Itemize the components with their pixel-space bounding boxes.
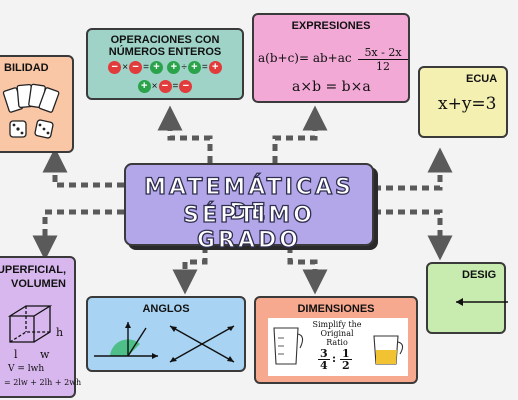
central-title-line1: MATEMÁTICAS DE [144, 174, 354, 225]
prism-icon [7, 305, 53, 343]
arrow-to-dimensiones [287, 246, 328, 295]
dim-h: h [56, 326, 64, 339]
simplify-label-line3: Ratio [326, 338, 348, 347]
integer-rule-row1: −×−=+ +÷+=+ [92, 59, 238, 77]
ratio-left: 3 4 [318, 348, 330, 371]
connectors [32, 105, 453, 295]
integer-rule-row2: +×−=− [88, 78, 242, 96]
sign-disc: + [167, 61, 181, 75]
arrow-to-superficial [32, 209, 124, 261]
node-dimensiones[interactable]: DIMENSIONES Simplify the Original Ratio … [254, 296, 418, 384]
volume-formula: V = lwh [8, 364, 45, 374]
dim-w: w [40, 348, 50, 361]
operator: = [172, 81, 179, 93]
ratio-left-numerator: 3 [318, 347, 330, 360]
simplify-label-line2: Original [320, 329, 354, 338]
simplify-label: Simplify the Original Ratio [308, 320, 366, 347]
surface-formula: = 2lw + 2lh + 2wh [4, 378, 82, 387]
node-probabilidad-title: BILIDAD [4, 62, 49, 74]
measuring-cups-icon [273, 327, 404, 365]
node-operaciones[interactable]: OPERACIONES CON NÚMEROS ENTEROS −×−=+ +÷… [86, 28, 244, 100]
ratio-right-denominator: 2 [342, 359, 350, 372]
node-geometria[interactable]: DESIG [426, 262, 508, 334]
sign-disc: + [187, 61, 201, 75]
arrow-line-icon [456, 298, 508, 306]
sign-disc: − [179, 80, 193, 94]
central-topic[interactable]: MATEMÁTICAS DE SÉPTIMO GRADO [124, 163, 374, 254]
commutative-eq: a×b = b×a [292, 79, 371, 95]
node-angulos[interactable]: ANGLOS [86, 296, 246, 372]
sign-disc: − [108, 61, 122, 75]
ratio-left-denominator: 4 [320, 359, 328, 372]
arrow-to-ecuaciones [374, 147, 453, 191]
node-ecuaciones[interactable]: ECUA x+y=3 [418, 66, 508, 138]
node-ecuaciones-title: ECUA [466, 73, 498, 85]
node-superficial-title: UPERFICIAL, VOLUMEN [0, 263, 66, 291]
equation: x+y=3 [438, 94, 497, 114]
operator: = [201, 62, 208, 74]
node-operaciones-title-line1: OPERACIONES CON [110, 34, 220, 46]
operator: × [122, 62, 129, 74]
node-geometria-title: DESIG [462, 269, 497, 281]
ratio-panel: Simplify the Original Ratio 3 4 : 1 2 [268, 318, 408, 376]
sign-disc: + [208, 61, 222, 75]
ratio-right-numerator: 1 [340, 347, 352, 360]
arrow-to-angulos [172, 246, 208, 295]
operator: × [151, 81, 158, 93]
node-superficial-title-line2: VOLUMEN [11, 278, 66, 290]
arrow-to-expresiones [272, 105, 328, 163]
ratio-colon: : [332, 352, 337, 365]
angles-illustration [94, 322, 235, 363]
node-probabilidad[interactable]: BILIDAD [0, 55, 74, 153]
node-operaciones-title: OPERACIONES CON NÚMEROS ENTEROS [88, 34, 242, 58]
dim-l: l [14, 348, 18, 361]
sign-disc: + [149, 61, 163, 75]
node-angulos-title: ANGLOS [142, 303, 190, 315]
fraction-denominator: 12 [376, 60, 390, 73]
node-superficial-title-line1: UPERFICIAL, [0, 264, 66, 276]
operator: = [143, 62, 149, 74]
node-dimensiones-title: DIMENSIONES [297, 303, 375, 315]
ratio-right: 1 2 [340, 348, 352, 371]
operator: ÷ [181, 62, 187, 74]
sign-disc: + [137, 80, 151, 94]
node-expresiones[interactable]: EXPRESIONES a(b+c)= ab+ac 5x - 2x 12 a×b… [252, 13, 410, 103]
arrow-to-operaciones [157, 105, 213, 163]
cards-dice-icon [2, 83, 60, 139]
fraction-numerator: 5x - 2x [358, 46, 408, 60]
node-operaciones-title-line2: NÚMEROS ENTEROS [108, 46, 222, 58]
simplify-label-line1: Simplify the [312, 320, 362, 329]
node-superficial[interactable]: UPERFICIAL, VOLUMEN h l w V = lwh = 2lw … [0, 256, 81, 398]
fraction: 5x - 2x 12 [358, 46, 408, 73]
node-expresiones-title: EXPRESIONES [291, 20, 371, 32]
arrow-to-probabilidad [42, 147, 124, 188]
central-title-line2: SÉPTIMO GRADO [182, 202, 315, 253]
sign-disc: − [129, 61, 143, 75]
distributive-eq: a(b+c)= ab+ac [258, 51, 352, 65]
sign-disc: − [158, 80, 172, 94]
arrow-to-geometria [374, 209, 453, 261]
